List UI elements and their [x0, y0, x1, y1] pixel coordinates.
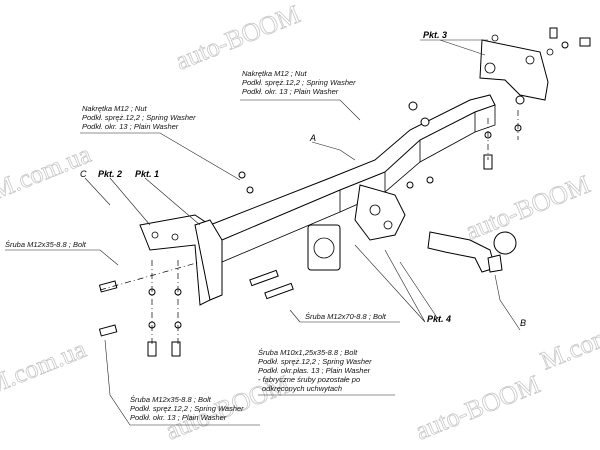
callout-line: Podkł. spręż.12,2 ; Spring Washer [258, 357, 372, 366]
watermark-text: auto-BOOM [171, 0, 304, 76]
fasteners [98, 27, 591, 357]
callout-bolt-left: Śruba M12x35-8.8 ; Bolt [5, 240, 87, 249]
callout-nut-left: Nakrętka M12 ; Nut Podkł. spręż.12,2 ; S… [82, 104, 196, 131]
right-bracket [479, 34, 554, 101]
label-a: A [309, 133, 316, 143]
label-pkt-1: Pkt. 1 [135, 169, 159, 179]
callout-line: Śruba M10x1,25x35-8.8 ; Bolt [258, 348, 358, 357]
callout-line: Podkł. okr. 13 ; Plain Washer [242, 87, 339, 96]
watermark-text: M.com.ua [536, 309, 600, 376]
callout-line: Śruba M12x35-8.8 ; Bolt [130, 395, 212, 404]
callout-bolt-bottom: Śruba M12x35-8.8 ; Bolt Podkł. spręż.12,… [130, 395, 244, 422]
tow-ball-b [427, 231, 517, 273]
label-b: B [520, 318, 526, 328]
label-pkt-3: Pkt. 3 [423, 30, 447, 40]
callout-line: - fabryczne śruby pozostałe po [258, 375, 360, 384]
ball-mount-plate [307, 184, 406, 271]
callout-line: Podkł. okr. 13 ; Plain Washer [130, 413, 227, 422]
callout-line: Nakrętka M12 ; Nut [82, 104, 148, 113]
label-c: C [80, 169, 87, 179]
watermark-text: auto-BOOM [411, 369, 544, 445]
callout-line: Nakrętka M12 ; Nut [242, 69, 308, 78]
label-pkt-2: Pkt. 2 [98, 169, 122, 179]
callout-line: Podkł. spręż.12,2 ; Spring Washer [242, 78, 356, 87]
watermark-text: M.com.ua [0, 334, 90, 401]
callout-bolt-m12x70: Śruba M12x70-8.8 ; Bolt [305, 312, 387, 321]
callout-line: Podkł. okr.płas. 13 ; Plain Washer [258, 366, 371, 375]
callout-line: odkręconych uchwytach [262, 384, 342, 393]
left-bracket [139, 214, 223, 306]
callout-bolt-m10: Śruba M10x1,25x35-8.8 ; Bolt Podkł. sprę… [258, 348, 372, 393]
callout-line: Podkł. okr. 13 ; Plain Washer [82, 122, 179, 131]
callout-line: Podkł. spręż.12,2 ; Spring Washer [82, 113, 196, 122]
callout-nut-top: Nakrętka M12 ; Nut Podkł. spręż.12,2 ; S… [242, 69, 356, 96]
label-pkt-4: Pkt. 4 [427, 314, 451, 324]
watermark-text: auto-BOOM [461, 169, 594, 245]
leader-lines [5, 39, 521, 426]
crossbeam-a [209, 94, 496, 263]
callout-line: Podkł. spręż.12,2 ; Spring Washer [130, 404, 244, 413]
